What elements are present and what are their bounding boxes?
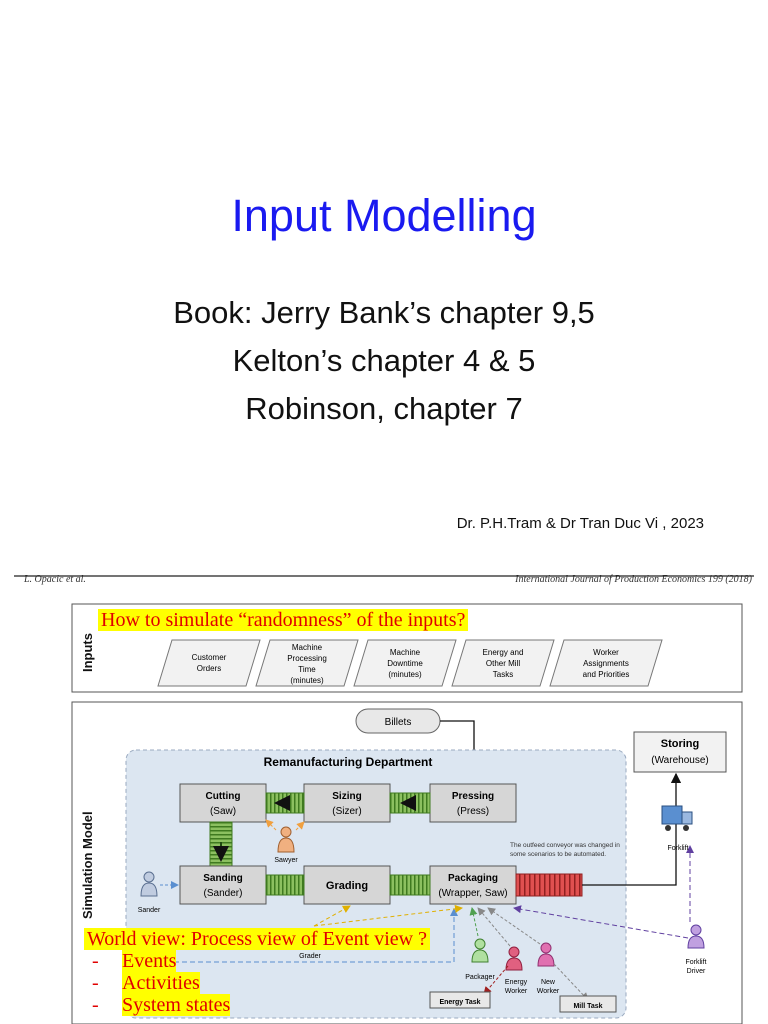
conveyor-outfeed bbox=[515, 873, 583, 897]
energy-worker-icon bbox=[505, 946, 523, 971]
svg-text:(Saw): (Saw) bbox=[210, 806, 236, 817]
input-box-machine-downtime: Machine Downtime (minutes) bbox=[353, 639, 457, 687]
forklift-driver-icon bbox=[687, 924, 705, 949]
svg-text:Worker: Worker bbox=[593, 648, 619, 657]
svg-text:(minutes): (minutes) bbox=[290, 676, 324, 685]
input-box-customer-orders: Customer Orders bbox=[157, 639, 261, 687]
department-label: Remanufacturing Department bbox=[264, 755, 433, 769]
svg-text:(Wrapper, Saw): (Wrapper, Saw) bbox=[438, 888, 507, 899]
svg-text:New: New bbox=[541, 979, 556, 986]
svg-text:Energy and: Energy and bbox=[483, 648, 524, 657]
svg-text:Billets: Billets bbox=[385, 717, 412, 728]
svg-text:Sander: Sander bbox=[138, 907, 161, 914]
svg-text:Machine: Machine bbox=[292, 643, 323, 652]
svg-text:Energy Task: Energy Task bbox=[439, 999, 480, 1006]
svg-text:Storing: Storing bbox=[661, 738, 700, 750]
grader-label: Grader bbox=[299, 953, 321, 960]
svg-text:Pressing: Pressing bbox=[452, 791, 494, 802]
bullet-system-states: -System states bbox=[92, 994, 231, 1016]
conveyor-grading-packaging bbox=[389, 874, 431, 896]
svg-text:Packaging: Packaging bbox=[448, 873, 498, 884]
svg-text:Customer: Customer bbox=[192, 653, 227, 662]
author-credit: Dr. P.H.Tram & Dr Tran Duc Vi , 2023 bbox=[456, 515, 704, 532]
station-pressing bbox=[429, 783, 517, 823]
svg-text:Sanding: Sanding bbox=[203, 873, 242, 884]
world-view-annotation: World view: Process view of Event view ? bbox=[84, 928, 430, 950]
input-box-energy-tasks: Energy and Other Mill Tasks bbox=[451, 639, 555, 687]
svg-text:(Sander): (Sander) bbox=[204, 888, 243, 899]
svg-text:Worker: Worker bbox=[505, 988, 528, 995]
process-diagram: Inputs Customer Orders Machine Processin… bbox=[14, 575, 754, 1024]
station-sizing bbox=[303, 783, 391, 823]
svg-text:Time: Time bbox=[298, 665, 316, 674]
svg-text:Other Mill: Other Mill bbox=[486, 659, 520, 668]
svg-text:(Sizer): (Sizer) bbox=[332, 806, 361, 817]
svg-text:Downtime: Downtime bbox=[387, 659, 423, 668]
svg-text:(Warehouse): (Warehouse) bbox=[651, 755, 708, 766]
figure-header: L. Opacic et al. International Journal o… bbox=[14, 574, 754, 586]
note-line-2: some scenarios to be automated. bbox=[510, 851, 606, 858]
forklift-icon bbox=[661, 805, 693, 831]
figure-header-left: L. Opacic et al. bbox=[24, 574, 86, 585]
new-worker-icon bbox=[537, 942, 555, 967]
svg-text:Forklift: Forklift bbox=[686, 959, 707, 966]
svg-text:Driver: Driver bbox=[687, 968, 706, 975]
question-annotation: How to simulate “randomness” of the inpu… bbox=[98, 609, 469, 631]
sander-worker-icon bbox=[140, 871, 158, 897]
slide-title: Input Modelling bbox=[231, 190, 537, 241]
mill-task-box bbox=[559, 995, 617, 1013]
input-box-machine-processing-time: Machine Processing Time (minutes) bbox=[255, 639, 359, 687]
svg-text:and Priorities: and Priorities bbox=[583, 670, 630, 679]
svg-text:Sizing: Sizing bbox=[332, 791, 361, 802]
svg-text:Processing: Processing bbox=[287, 654, 327, 663]
svg-text:Tasks: Tasks bbox=[493, 670, 513, 679]
svg-text:Cutting: Cutting bbox=[206, 791, 241, 802]
bullet-activities: -Activities bbox=[92, 972, 200, 994]
sawyer-worker-icon bbox=[277, 826, 295, 853]
svg-text:Grading: Grading bbox=[326, 880, 368, 892]
svg-text:Assignments: Assignments bbox=[583, 659, 629, 668]
svg-text:Energy: Energy bbox=[505, 979, 528, 986]
svg-text:(Press): (Press) bbox=[457, 806, 489, 817]
energy-task-box bbox=[429, 991, 491, 1009]
svg-text:(minutes): (minutes) bbox=[388, 670, 422, 679]
svg-text:Sawyer: Sawyer bbox=[274, 857, 298, 864]
figure-header-right: International Journal of Production Econ… bbox=[515, 574, 752, 585]
inputs-label: Inputs bbox=[80, 633, 95, 672]
svg-text:Orders: Orders bbox=[197, 664, 221, 673]
subtitle-line-2: Kelton’s chapter 4 & 5 bbox=[232, 343, 536, 378]
input-box-worker-assignments: Worker Assignments and Priorities bbox=[549, 639, 663, 687]
packager-worker-icon bbox=[471, 938, 489, 963]
subtitle-line-3: Robinson, chapter 7 bbox=[245, 391, 523, 426]
storing-node bbox=[633, 731, 727, 773]
conveyor-sanding-grading bbox=[265, 874, 305, 896]
svg-text:Forklift: Forklift bbox=[668, 845, 689, 852]
svg-text:Worker: Worker bbox=[537, 988, 560, 995]
bullet-events: -Events bbox=[92, 950, 177, 972]
simulation-label: Simulation Model bbox=[80, 811, 95, 919]
subtitle-line-1: Book: Jerry Bank’s chapter 9,5 bbox=[173, 295, 595, 330]
svg-text:Mill Task: Mill Task bbox=[573, 1003, 602, 1010]
svg-text:Packager: Packager bbox=[465, 974, 495, 981]
svg-text:Machine: Machine bbox=[390, 648, 421, 657]
note-line-1: The outfeed conveyor was changed in bbox=[510, 842, 620, 849]
station-grading bbox=[303, 865, 391, 905]
